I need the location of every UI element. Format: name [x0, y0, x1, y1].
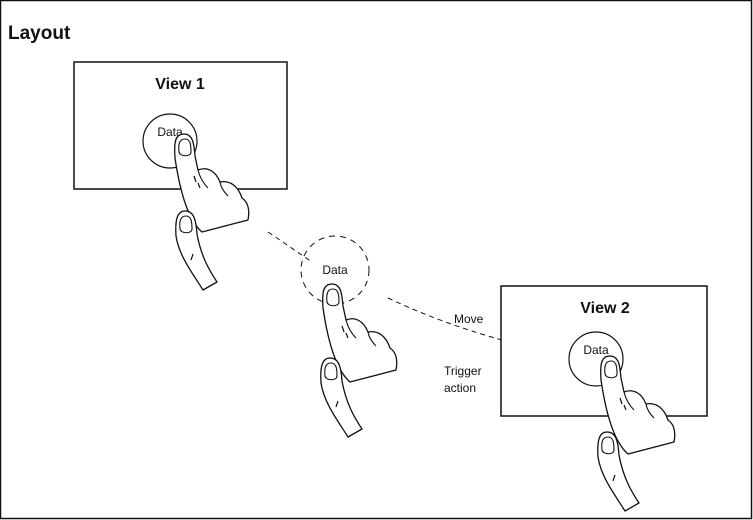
- trigger-label: Trigger: [444, 364, 482, 378]
- view2-title: View 2: [580, 300, 630, 317]
- drag-data-label: Data: [322, 263, 348, 277]
- drag-path: [267, 231, 313, 263]
- action-label: action: [444, 381, 476, 395]
- view1-data-label: Data: [157, 125, 183, 139]
- drag-data-circle: [300, 235, 370, 305]
- layout-title: Layout: [8, 23, 71, 44]
- view1-title: View 1: [155, 76, 205, 93]
- view2-data-label: Data: [583, 343, 609, 357]
- move-label: Move: [454, 312, 484, 326]
